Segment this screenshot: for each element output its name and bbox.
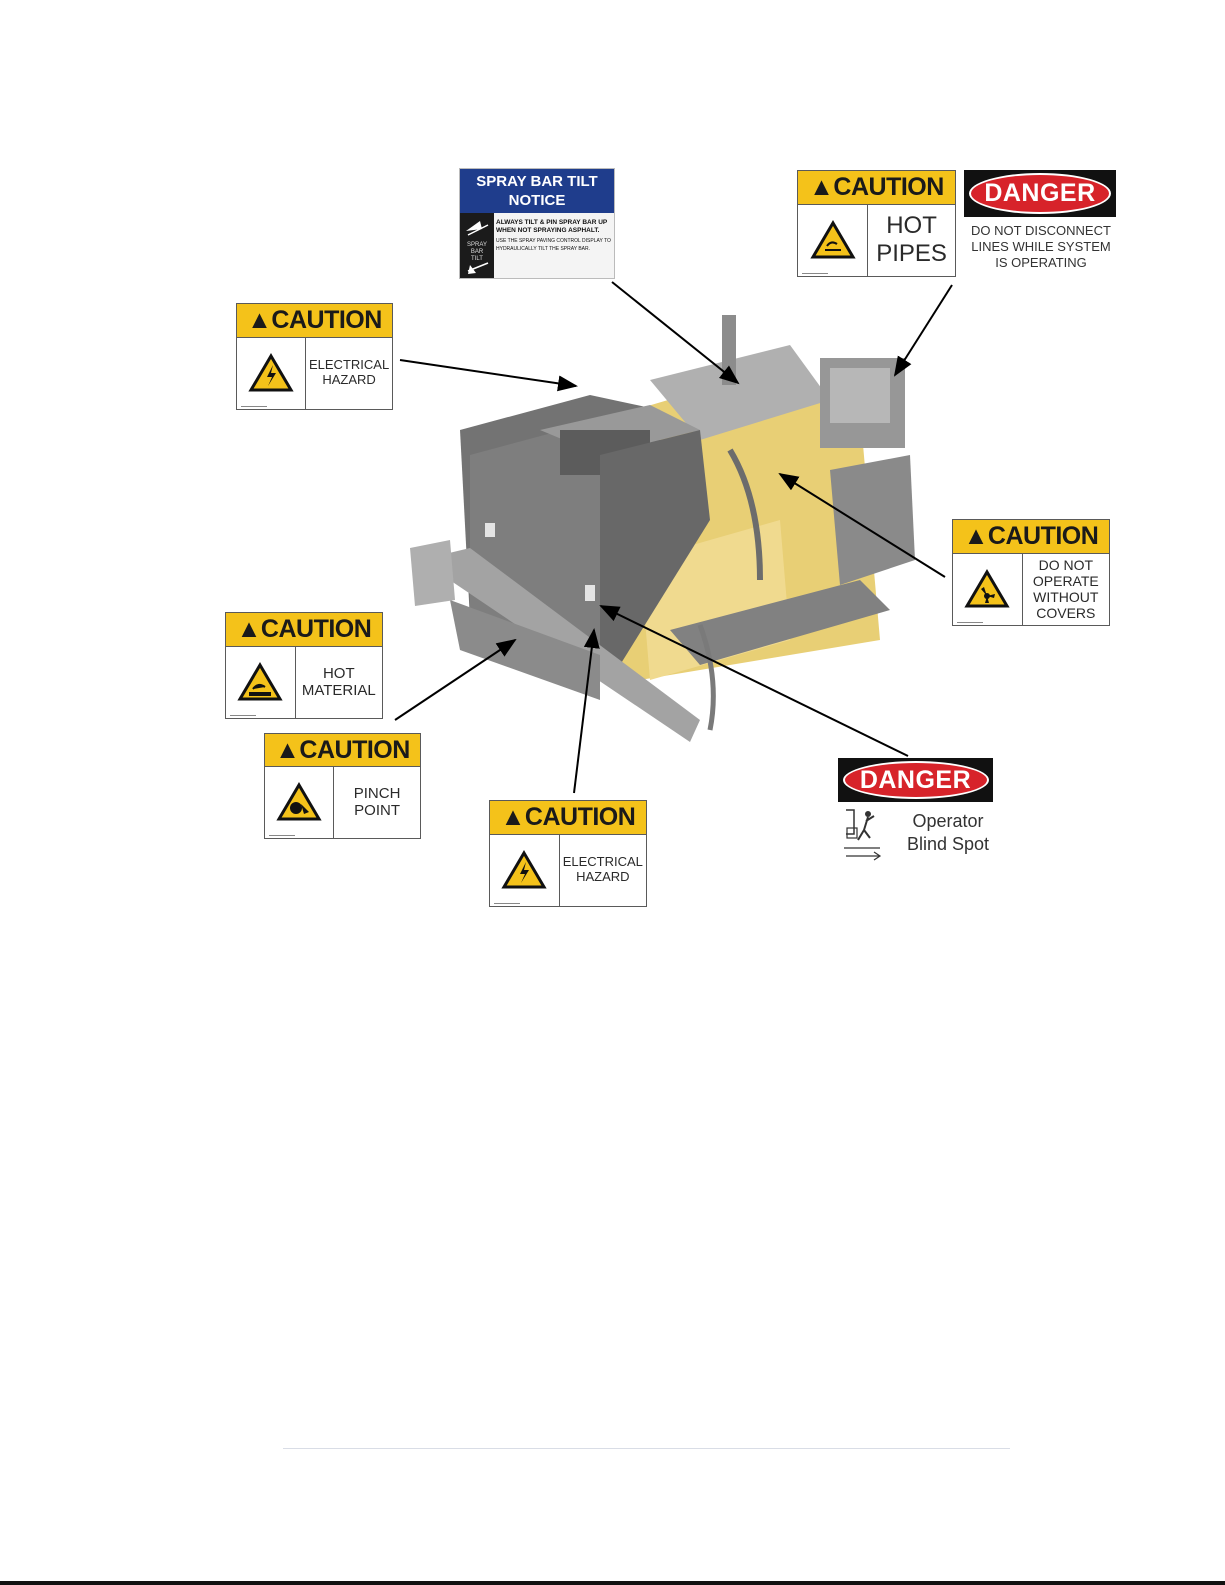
caution-covers-label: ▲CAUTION DO NOT OPERATE WITHOUT COVERS bbox=[952, 519, 1110, 626]
caution-word: CAUTION bbox=[833, 172, 944, 201]
danger-word: DANGER bbox=[842, 761, 989, 799]
electrical-icon bbox=[248, 352, 294, 392]
spray-bar-tilt-icon: SPRAY BAR TILT bbox=[466, 221, 489, 274]
notice-title-2: NOTICE bbox=[508, 192, 566, 209]
footer-divider bbox=[283, 1448, 1010, 1449]
blind-spot-icon bbox=[844, 809, 882, 861]
warning-triangle-icon: ▲ bbox=[247, 305, 272, 334]
electrical-icon bbox=[501, 849, 547, 889]
warning-triangle-icon: ▲ bbox=[963, 521, 989, 550]
danger-disconnect-header: DANGER bbox=[964, 170, 1116, 217]
warning-triangle-icon: ▲ bbox=[275, 735, 300, 764]
hot-surface-icon bbox=[237, 661, 283, 701]
caution-hot-material-label: ▲CAUTION HOT MATERIAL bbox=[225, 612, 383, 719]
svg-text:TILT: TILT bbox=[471, 256, 483, 262]
hot-material-text: HOT MATERIAL bbox=[301, 664, 376, 699]
pinch-point-text: PINCH POINT bbox=[353, 784, 401, 820]
covers-text: DO NOT OPERATE WITHOUT COVERS bbox=[1032, 556, 1099, 621]
notice-title-1: SPRAY BAR TILT bbox=[476, 173, 598, 190]
notice-line-2: WHEN NOT SPRAYING ASPHALT. bbox=[496, 227, 600, 234]
svg-text:SPRAY: SPRAY bbox=[467, 242, 487, 248]
pinch-point-icon bbox=[276, 782, 322, 821]
caution-word: CAUTION bbox=[524, 802, 636, 831]
electrical-hazard-text: ELECTRICAL HAZARD bbox=[308, 356, 390, 387]
caution-word: CAUTION bbox=[987, 521, 1099, 550]
caution-word: CAUTION bbox=[271, 305, 382, 334]
danger-blind-spot-header: DANGER bbox=[838, 758, 993, 802]
page-bottom-edge bbox=[0, 1581, 1225, 1585]
warning-triangle-icon: ▲ bbox=[236, 614, 262, 643]
blind-spot-text: Operator Blind Spot bbox=[906, 811, 990, 854]
caution-electrical-upper-label: ▲CAUTION ELECTRICAL HAZARD bbox=[236, 303, 393, 410]
caution-word: CAUTION bbox=[260, 614, 372, 643]
caution-pinch-point-label: ▲CAUTION PINCH POINT bbox=[264, 733, 421, 839]
caution-hot-pipes-label: ▲CAUTION HOT PIPES bbox=[797, 170, 956, 277]
hot-pipes-text: HOT PIPES bbox=[876, 212, 947, 267]
warning-triangle-icon: ▲ bbox=[809, 172, 834, 201]
electrical-hazard-text: ELECTRICAL HAZARD bbox=[562, 853, 643, 884]
notice-line-1: ALWAYS TILT & PIN SPRAY BAR UP bbox=[496, 219, 608, 226]
danger-word: DANGER bbox=[969, 173, 1111, 214]
rotating-fan-icon bbox=[964, 568, 1010, 608]
caution-electrical-lower-label: ▲CAUTION ELECTRICAL HAZARD bbox=[489, 800, 647, 907]
svg-text:BAR: BAR bbox=[471, 249, 484, 255]
warning-triangle-icon: ▲ bbox=[500, 802, 526, 831]
hot-surface-icon bbox=[809, 219, 856, 259]
caution-word: CAUTION bbox=[299, 735, 410, 764]
spray-bar-tilt-notice: SPRAY BAR TILT NOTICE SPRAY BAR TILT ALW… bbox=[459, 168, 615, 279]
notice-line-3: USE THE SPRAY PAVING CONTROL DISPLAY TO bbox=[496, 238, 611, 244]
notice-line-4: HYDRAULICALLY TILT THE SPRAY BAR. bbox=[496, 246, 591, 252]
danger-disconnect-text: DO NOT DISCONNECT LINES WHILE SYSTEM IS … bbox=[971, 223, 1111, 270]
